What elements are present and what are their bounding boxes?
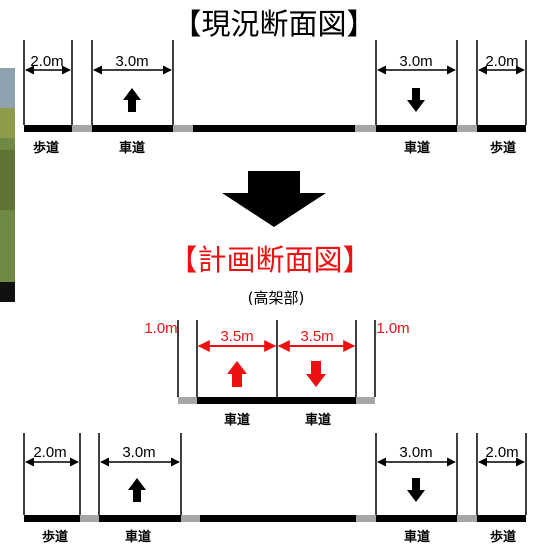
down-arrow-icon — [407, 88, 425, 112]
width-label: 2.0m — [485, 444, 518, 461]
curb-gray — [72, 125, 92, 132]
lane-right — [277, 397, 356, 404]
lane-type-label: 車道 — [125, 529, 151, 545]
elevated-note: (高架部) — [248, 289, 305, 307]
lane-left — [99, 515, 181, 522]
gap-gray — [181, 515, 200, 522]
width-label: 2.0m — [30, 53, 63, 70]
gap-gray — [173, 125, 193, 132]
width-label: 3.0m — [122, 444, 155, 461]
width-label: 1.0m — [144, 320, 177, 337]
lane-type-label: 歩道 — [490, 529, 516, 545]
lane-right — [376, 125, 457, 132]
median-road — [193, 125, 355, 132]
down-arrow-icon — [306, 361, 326, 387]
planned-section-title: 【計画断面図】 — [168, 243, 371, 277]
down-arrow-icon — [407, 478, 425, 502]
curb-gray — [457, 125, 477, 132]
current-section: 2.0m 3.0m 3.0m 2.0m 歩道 車道 車道 歩道 — [23, 40, 527, 156]
lane-type-label: 車道 — [119, 140, 145, 156]
median-road — [200, 515, 356, 522]
width-label: 2.0m — [33, 444, 66, 461]
elevated-section: 1.0m 3.5m 3.5m 1.0m 車道 車道 — [144, 320, 410, 428]
shoulder-gray — [356, 397, 375, 404]
lane-type-label: 歩道 — [490, 140, 516, 156]
sidewalk-left — [24, 125, 72, 132]
lane-left — [92, 125, 173, 132]
lane-right — [376, 515, 457, 522]
lane-type-label: 歩道 — [33, 140, 59, 156]
lane-type-label: 車道 — [404, 140, 430, 156]
width-label: 3.0m — [399, 53, 432, 70]
sidewalk-right — [477, 515, 526, 522]
width-label: 2.0m — [485, 53, 518, 70]
gap-gray — [355, 125, 376, 132]
gap-gray — [356, 515, 376, 522]
lane-type-label: 車道 — [305, 412, 331, 428]
background-photo — [0, 68, 15, 302]
width-label: 3.5m — [300, 328, 333, 345]
sidewalk-left — [24, 515, 80, 522]
width-label: 3.0m — [399, 444, 432, 461]
lane-left — [197, 397, 277, 404]
width-label: 3.0m — [115, 53, 148, 70]
width-label: 1.0m — [376, 320, 409, 337]
up-arrow-icon — [123, 88, 141, 112]
up-arrow-icon — [227, 361, 247, 387]
curb-gray — [80, 515, 99, 522]
lane-type-label: 車道 — [404, 529, 430, 545]
lane-type-label: 歩道 — [42, 529, 68, 545]
transition-arrow-icon — [222, 171, 326, 227]
lane-type-label: 車道 — [224, 412, 250, 428]
width-label: 3.5m — [220, 328, 253, 345]
curb-gray — [457, 515, 477, 522]
up-arrow-icon — [128, 478, 146, 502]
shoulder-gray — [178, 397, 197, 404]
sidewalk-right — [477, 125, 526, 132]
current-section-title: 【現況断面図】 — [172, 7, 375, 41]
planned-ground-section: 2.0m 3.0m 3.0m 2.0m 歩道 車道 車道 歩道 — [23, 433, 527, 545]
